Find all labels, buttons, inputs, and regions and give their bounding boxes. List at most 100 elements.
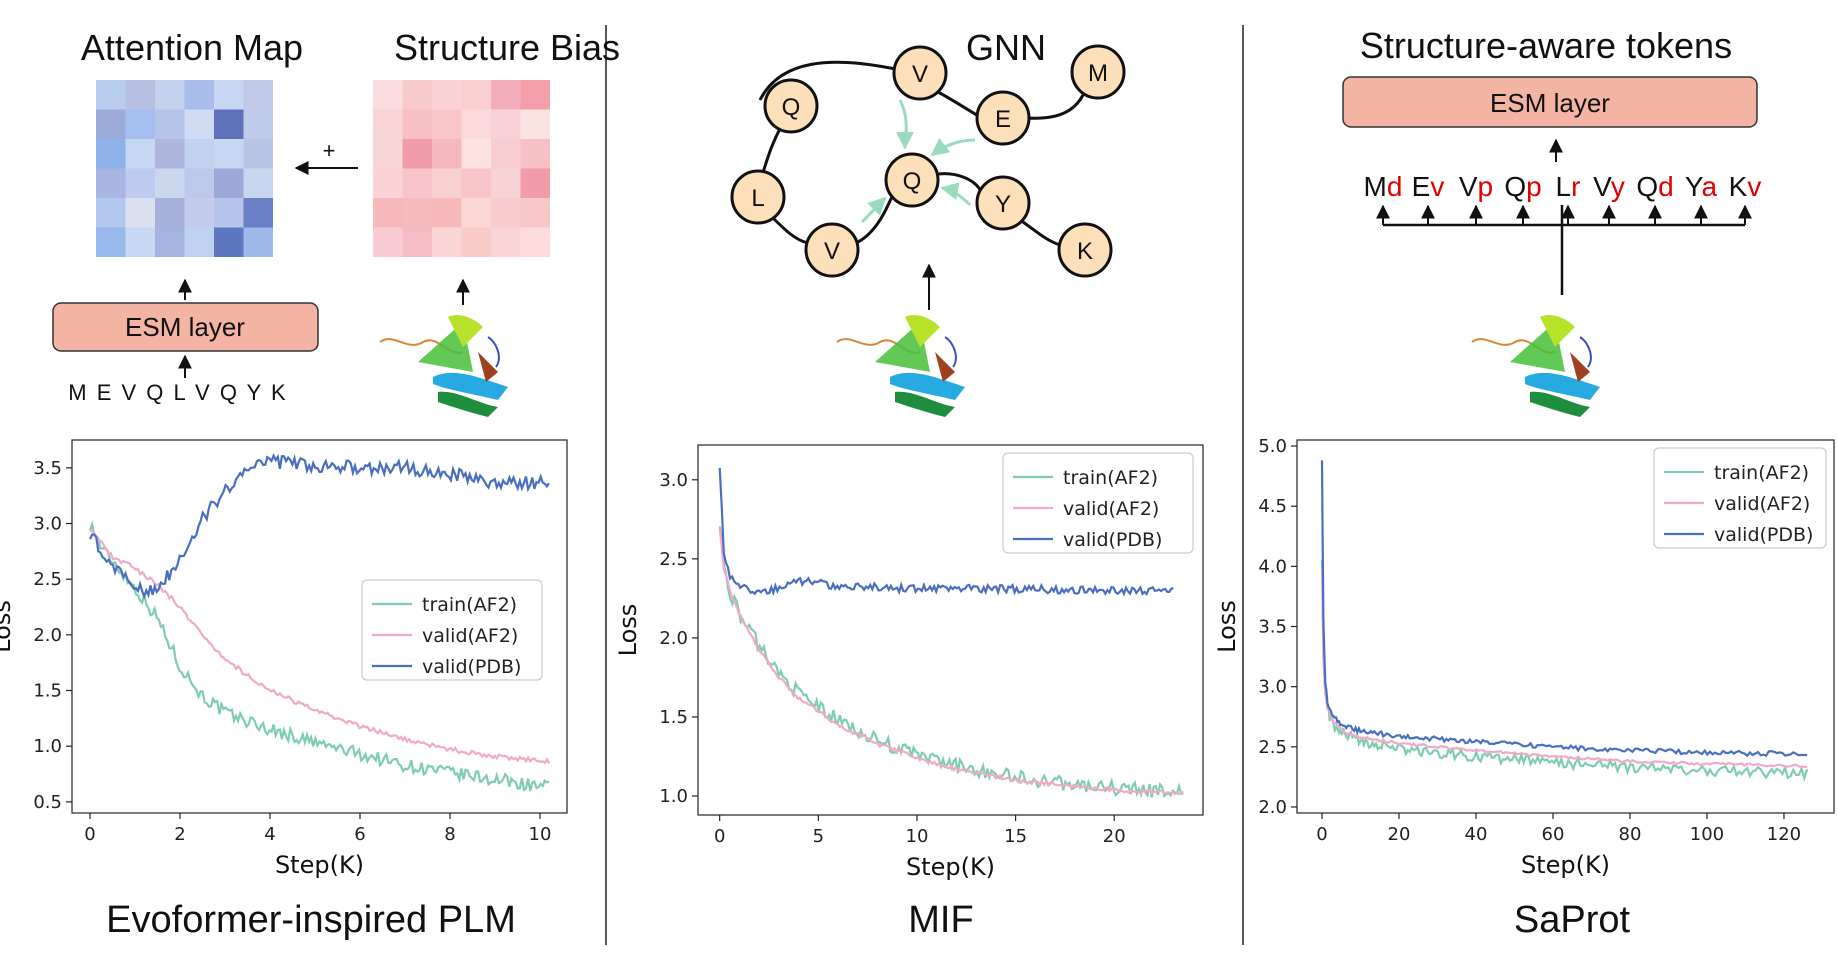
structure-aware-token: Qp [1504,171,1541,202]
heatmap-cell [96,198,126,228]
y-axis-label: Loss [0,600,16,653]
heatmap-cell [373,227,403,257]
y-tick-label: 4.0 [1258,556,1287,577]
heatmap-cell [243,109,273,139]
x-axis-label: Step(K) [275,851,364,879]
gnn-node-circle [1057,222,1113,278]
panel-title-evoformer: Evoformer-inspired PLM [106,899,516,941]
esm-layer-label: ESM layer [125,312,245,342]
heatmap-cell [155,198,185,228]
heatmap-cell [432,109,462,139]
x-tick-label: 5 [813,826,824,847]
heatmap-cell [96,80,126,110]
y-tick-label: 2.5 [659,549,688,570]
legend: train(AF2)valid(AF2)valid(PDB) [361,579,543,681]
heading-gnn: GNN [966,27,1046,68]
y-tick-label: 3.5 [33,458,62,479]
gnn-edge [758,60,901,101]
token-structure-letter: p [1526,171,1542,202]
y-tick-label: 1.0 [659,786,688,807]
gnn-node-label: K [1077,238,1093,265]
y-tick-label: 2.5 [33,569,62,590]
structure-aware-token: Md [1364,171,1403,202]
heatmap-cell [125,80,155,110]
heatmap-cell [96,109,126,139]
series-line-valid_af2 [1320,567,1808,769]
y-tick-label: 0.5 [33,792,62,813]
x-tick-label: 80 [1619,824,1642,845]
y-tick-label: 3.0 [1258,677,1287,698]
structure-aware-token: Kv [1729,171,1762,202]
y-tick-label: 2.0 [1258,797,1287,818]
heatmap-cell [373,139,403,169]
protein-structure-icon [836,315,965,417]
gnn-node-circle [804,222,860,278]
message-arrow [930,137,976,157]
series-line-valid_pdb [1320,460,1808,758]
esm-layer-box [52,302,319,352]
heatmap-cell [96,139,126,169]
heatmap-cell [402,227,432,257]
heatmap-cell [373,168,403,198]
gnn-node-circle [975,90,1031,146]
x-tick-label: 4 [264,824,275,845]
heatmap-cell [243,168,273,198]
y-tick-label: 3.0 [33,514,62,535]
x-tick-label: 8 [444,824,455,845]
message-arrow [896,99,915,150]
x-tick-label: 15 [1004,826,1027,847]
heatmap-cell [432,168,462,198]
heading-structure-bias: Structure Bias [394,27,620,68]
token-arrows [1376,204,1752,225]
legend-label: valid(AF2) [1063,498,1159,520]
heatmap-cell [243,198,273,228]
heatmap-cell [214,80,244,110]
heatmap-cell [491,198,521,228]
panel-title-saprot: SaProt [1514,899,1631,941]
y-tick-label: 2.0 [659,628,688,649]
series-line-valid_pdb [718,467,1174,597]
heatmap-cell [520,109,550,139]
gnn-edge [1019,218,1061,247]
heatmap-cell [214,198,244,228]
heatmap-cell [432,139,462,169]
gnn-node-circle [884,152,940,208]
protein-structure-icon [1471,315,1600,417]
heatmap-cell [520,168,550,198]
token-residue: V [1459,171,1478,202]
heatmap-cell [461,139,491,169]
token-residue: Q [1636,171,1658,202]
message-arrow [940,182,972,207]
x-tick-label: 40 [1465,824,1488,845]
x-tick-label: 20 [1388,824,1411,845]
gnn-node-label: Y [995,191,1011,218]
structure-aware-token: Vy [1593,171,1625,202]
x-tick-label: 10 [906,826,929,847]
y-tick-label: 1.5 [659,707,688,728]
legend-label: train(AF2) [422,594,517,616]
heading-structure-aware-tokens: Structure-aware tokens [1360,25,1732,66]
heatmap-cell [96,168,126,198]
legend: train(AF2)valid(AF2)valid(PDB) [1653,447,1827,549]
attention-map-heatmap [96,80,273,257]
token-structure-letter: d [1658,171,1674,202]
gnn-node-circle [975,175,1031,231]
token-structure-letter: d [1387,171,1403,202]
y-tick-label: 3.0 [659,470,688,491]
heatmap-cell [243,227,273,257]
heatmap-cell [491,80,521,110]
y-axis-label: Loss [1213,600,1241,653]
token-structure-letter: v [1747,171,1761,202]
heatmap-cell [402,109,432,139]
y-tick-label: 1.0 [33,736,62,757]
x-tick-label: 0 [1316,824,1327,845]
heatmap-cell [402,198,432,228]
heatmap-cell [184,168,214,198]
heatmap-cell [155,109,185,139]
heatmap-cell [155,80,185,110]
structure-aware-token: Ya [1685,171,1718,202]
